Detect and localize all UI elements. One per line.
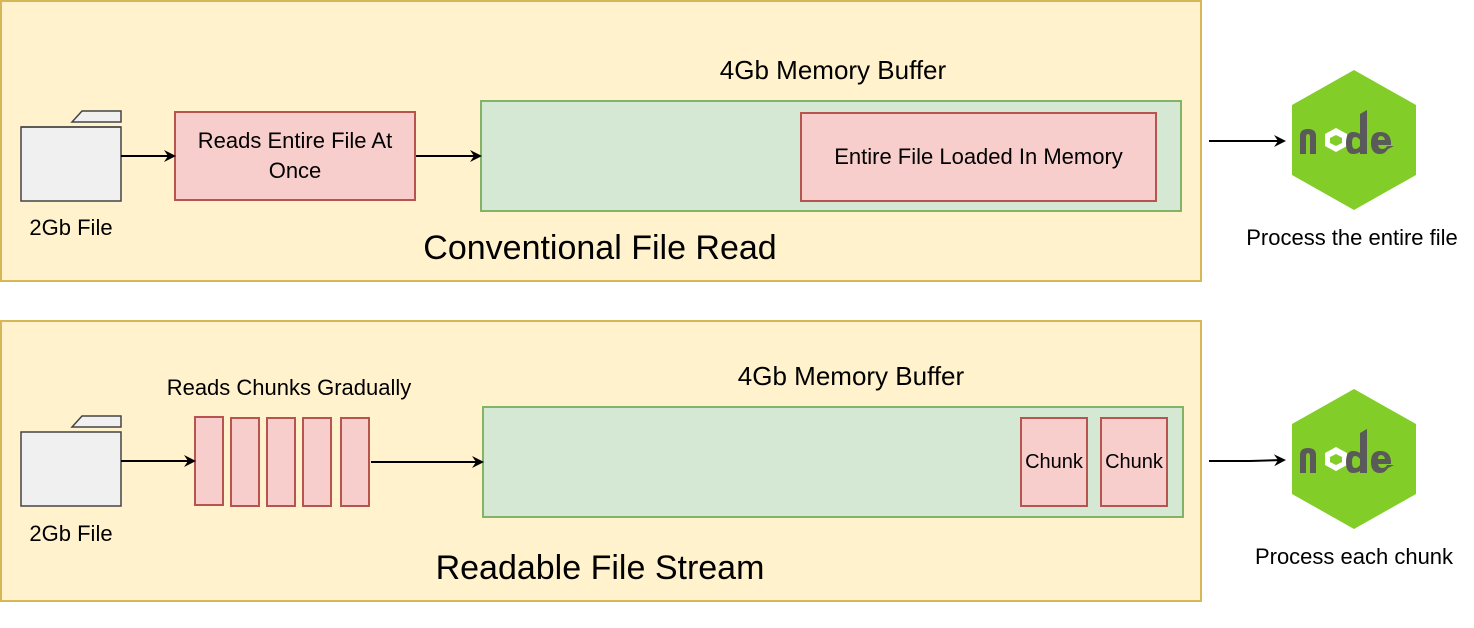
- nodejs-logo-icon: [1292, 70, 1416, 210]
- bottom-file-label: 2Gb File: [29, 521, 113, 546]
- top-file-label: 2Gb File: [29, 215, 113, 240]
- nodejs-logo-icon: [1292, 389, 1416, 529]
- read-chunk-block: [302, 417, 332, 507]
- folder-icon: [20, 110, 122, 202]
- top-caption: Conventional File Read: [423, 228, 777, 267]
- buffer-chunk-2: Chunk: [1100, 417, 1168, 507]
- buffer-chunk-1: Chunk: [1020, 417, 1088, 507]
- arrow-to-node-bottom: [1209, 454, 1286, 467]
- top-buffer-title: 4Gb Memory Buffer: [719, 54, 947, 85]
- top-read-entire-file-box: Reads Entire File At Once: [174, 111, 416, 201]
- bottom-read-chunks-label: Reads Chunks Gradually: [166, 375, 412, 400]
- top-process-label: Process the entire file: [1246, 225, 1458, 250]
- folder-icon: [20, 415, 122, 507]
- read-chunk-block: [340, 417, 370, 507]
- top-loaded-file-box: Entire File Loaded In Memory: [800, 112, 1157, 202]
- read-chunk-block: [230, 417, 260, 507]
- bottom-buffer-title: 4Gb Memory Buffer: [737, 360, 965, 391]
- bottom-process-label: Process each chunk: [1254, 544, 1454, 569]
- read-chunk-block: [266, 417, 296, 507]
- bottom-caption: Readable File Stream: [435, 548, 765, 587]
